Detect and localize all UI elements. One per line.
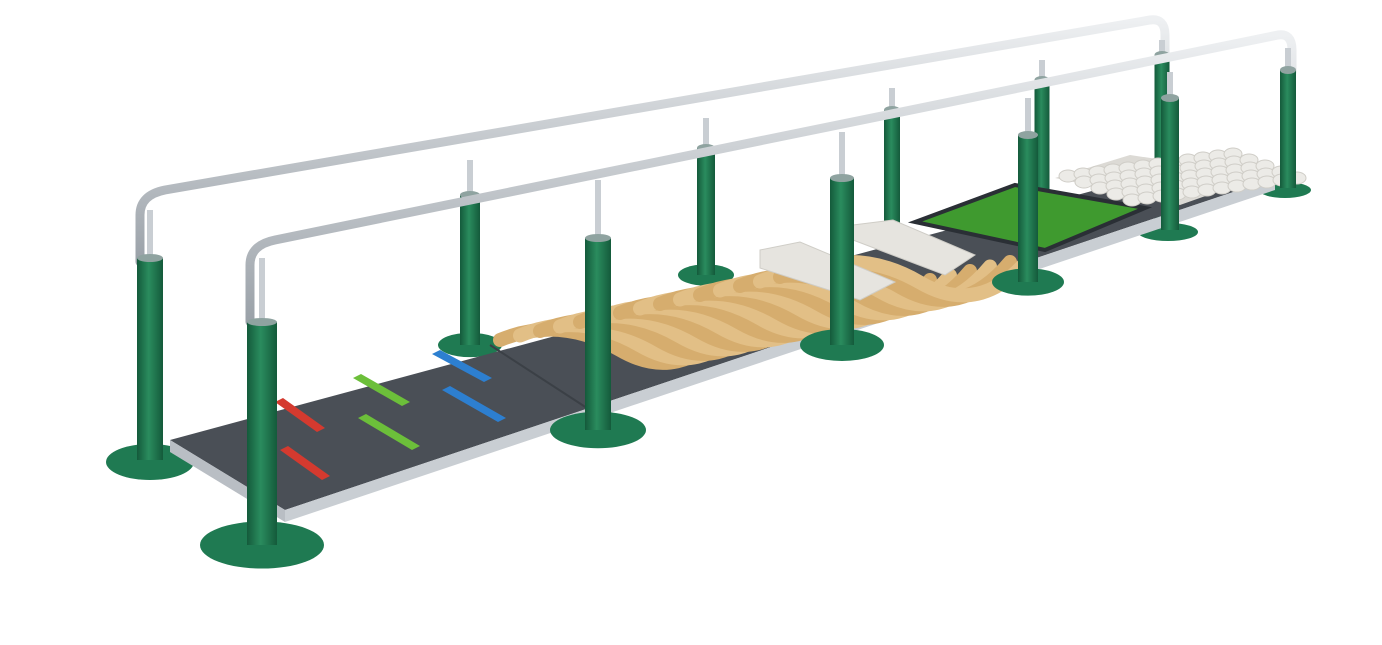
rail-stanchion [1039, 60, 1045, 80]
post-body [1034, 80, 1050, 200]
post-cap [830, 174, 854, 182]
post-body [884, 110, 900, 225]
rail-stanchion [595, 180, 601, 238]
post-cap [137, 254, 163, 262]
post-cap [1280, 66, 1296, 74]
post-body [137, 258, 163, 460]
post-cap [1018, 131, 1038, 139]
handrail-back [135, 15, 1170, 267]
rail-stanchion [1159, 40, 1165, 55]
post [1280, 48, 1296, 188]
post-body [1018, 135, 1038, 282]
rail-stanchion [1025, 98, 1031, 135]
post-body [460, 195, 480, 345]
balance-bars [275, 350, 506, 480]
handrail-front [245, 30, 1297, 327]
post [1161, 72, 1179, 230]
post [678, 118, 734, 286]
post [200, 258, 324, 569]
post-cap [247, 318, 277, 326]
rail-stanchion [147, 210, 153, 258]
rail-stanchion [467, 160, 473, 195]
post-body [1161, 98, 1179, 230]
post [992, 98, 1064, 296]
post-body [585, 238, 611, 430]
post-cap [1161, 94, 1179, 102]
post-body [830, 178, 854, 345]
post [800, 132, 884, 361]
rail-stanchion [1285, 48, 1291, 70]
rail-stanchion [839, 132, 845, 178]
post-body [247, 322, 277, 545]
rail-stanchion [889, 88, 895, 110]
rail-stanchion [259, 258, 265, 322]
post [137, 210, 163, 460]
rail-stanchion [703, 118, 709, 148]
rail-stanchion [1167, 72, 1173, 98]
post-body [1280, 70, 1296, 188]
post [438, 160, 502, 358]
post [550, 180, 646, 449]
posts-front [200, 48, 1296, 569]
post-body [697, 148, 715, 275]
post-cap [585, 234, 611, 242]
stone-blocks [759, 219, 977, 301]
